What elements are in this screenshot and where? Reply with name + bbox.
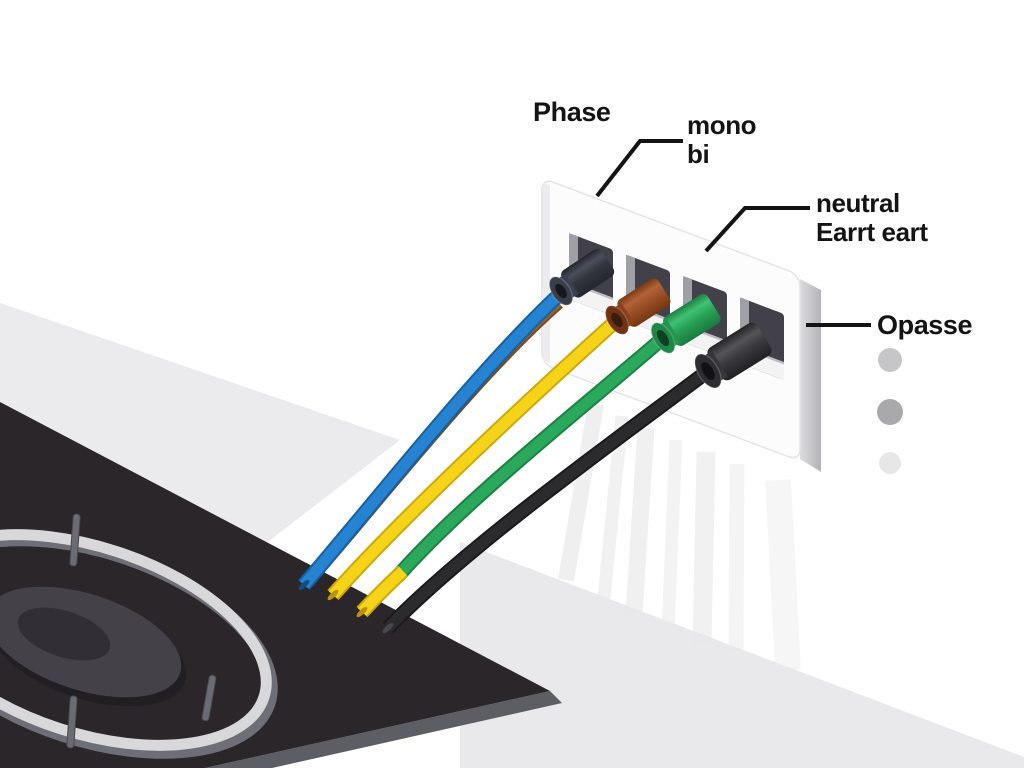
dot-marker-3 bbox=[879, 452, 901, 474]
label-mono-bi: mono bi bbox=[687, 110, 757, 170]
green-wire bbox=[393, 333, 667, 580]
blue-wire-tip bbox=[298, 579, 310, 591]
ghost-streak bbox=[692, 451, 716, 646]
connector-hole bbox=[555, 283, 567, 299]
ghost-streak bbox=[765, 479, 801, 671]
cooktop-side-face bbox=[205, 691, 562, 768]
ghost-wire-shadows bbox=[558, 402, 801, 671]
label-phase: Phase bbox=[533, 97, 611, 127]
black-wire-tip bbox=[382, 622, 394, 634]
label-mono: mono bbox=[687, 110, 757, 140]
label-neutral-earth: neutral Earrt eart bbox=[816, 188, 928, 248]
connector-navy bbox=[548, 248, 615, 306]
connector-hole bbox=[656, 329, 670, 347]
ghost-streak bbox=[728, 463, 745, 653]
burner bbox=[0, 513, 278, 759]
pan-support-prong bbox=[69, 513, 81, 567]
cooktop bbox=[0, 402, 562, 768]
plate-left-shade bbox=[543, 182, 550, 364]
yellow-wire-tip bbox=[327, 589, 339, 601]
leader-line-mono-bi bbox=[595, 139, 683, 198]
label-bi: bi bbox=[687, 139, 710, 170]
connector-body bbox=[707, 322, 772, 381]
wires bbox=[298, 287, 713, 634]
pan-support-prong bbox=[66, 695, 78, 749]
blue-wire bbox=[299, 288, 565, 589]
connector-body bbox=[561, 248, 615, 298]
ghost-streak bbox=[558, 402, 604, 582]
connector-hole bbox=[611, 312, 623, 328]
connector-body bbox=[617, 278, 671, 327]
connector-black bbox=[694, 322, 772, 389]
label-opasse: Opasse bbox=[877, 310, 973, 340]
dot-marker-2 bbox=[877, 399, 903, 425]
leader-line-neutral bbox=[704, 206, 810, 253]
label-neutral: neutral bbox=[816, 188, 900, 218]
connector-green bbox=[650, 294, 721, 354]
earth-sleeve-tip bbox=[356, 606, 368, 618]
connector-body bbox=[663, 294, 721, 346]
plate-side-face bbox=[800, 279, 821, 472]
burner-ring bbox=[0, 529, 272, 751]
connectors bbox=[548, 248, 772, 389]
pan-support-prong bbox=[201, 674, 217, 722]
label-earth: Earrt eart bbox=[816, 217, 928, 248]
connector-hole bbox=[701, 362, 715, 380]
dot-markers bbox=[877, 348, 903, 474]
ghost-streak bbox=[625, 427, 655, 615]
dot-marker-1 bbox=[878, 348, 902, 372]
countertop-upper-band bbox=[0, 303, 400, 548]
ghost-streak bbox=[661, 439, 683, 631]
connector-brown bbox=[604, 278, 671, 336]
yellow-wire bbox=[328, 315, 621, 599]
burner-center bbox=[17, 607, 111, 661]
countertop-lower-area bbox=[460, 542, 1024, 768]
black-wire bbox=[384, 366, 712, 632]
leader-lines bbox=[595, 139, 871, 327]
